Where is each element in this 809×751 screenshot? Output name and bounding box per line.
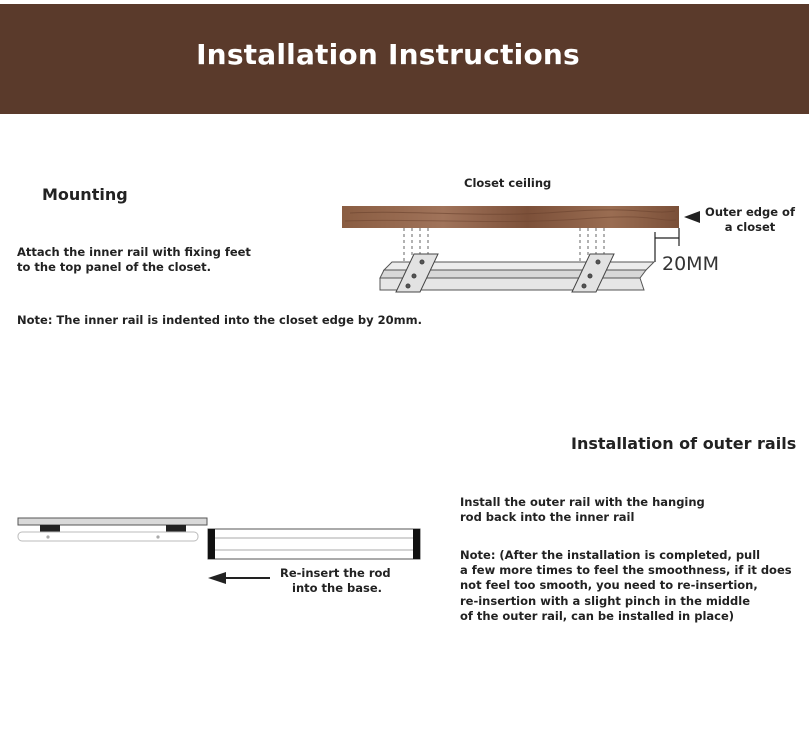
page-title: Installation Instructions [196,38,580,71]
base-rail [17,517,208,542]
outer-rails-instruction-line-2: rod back into the inner rail [460,510,635,524]
outer-rod [207,528,421,560]
header-banner [0,4,809,114]
edge-arrow-icon [684,211,700,223]
mounting-foot-left [395,253,439,293]
rod-caption-line-1: Re-insert the rod [280,566,391,580]
mounting-instruction-line-2: to the top panel of the closet. [17,260,212,274]
closet-ceiling-board [342,206,679,228]
outer-rails-note-line-2: a few more times to feel the smoothness,… [460,563,792,577]
outer-rails-instruction-line-1: Install the outer rail with the hanging [460,495,705,509]
outer-rails-title: Installation of outer rails [571,434,797,453]
closet-ceiling-label: Closet ceiling [464,176,552,190]
outer-edge-label-line-1: Outer edge of [705,205,795,219]
rod-caption-line-2: into the base. [292,581,383,595]
dimension-label: 20MM [662,253,719,275]
mounting-title: Mounting [42,185,128,204]
mounting-foot-right [571,253,615,293]
mounting-instruction-line-1: Attach the inner rail with fixing feet [17,245,251,259]
mounting-note: Note: The inner rail is indented into th… [17,313,422,327]
outer-rails-note-line-3: not feel too smooth, you need to re-inse… [460,578,758,592]
outer-rails-note-line-4: re-insertion with a slight pinch in the … [460,594,751,608]
outer-edge-label-line-2: a closet [724,220,776,234]
outer-rails-note-line-1: Note: (After the installation is complet… [460,548,761,562]
outer-rails-note-line-5: of the outer rail, can be installed in p… [460,609,735,623]
dimension-bracket [654,228,680,262]
arrow-left-icon [208,572,270,584]
